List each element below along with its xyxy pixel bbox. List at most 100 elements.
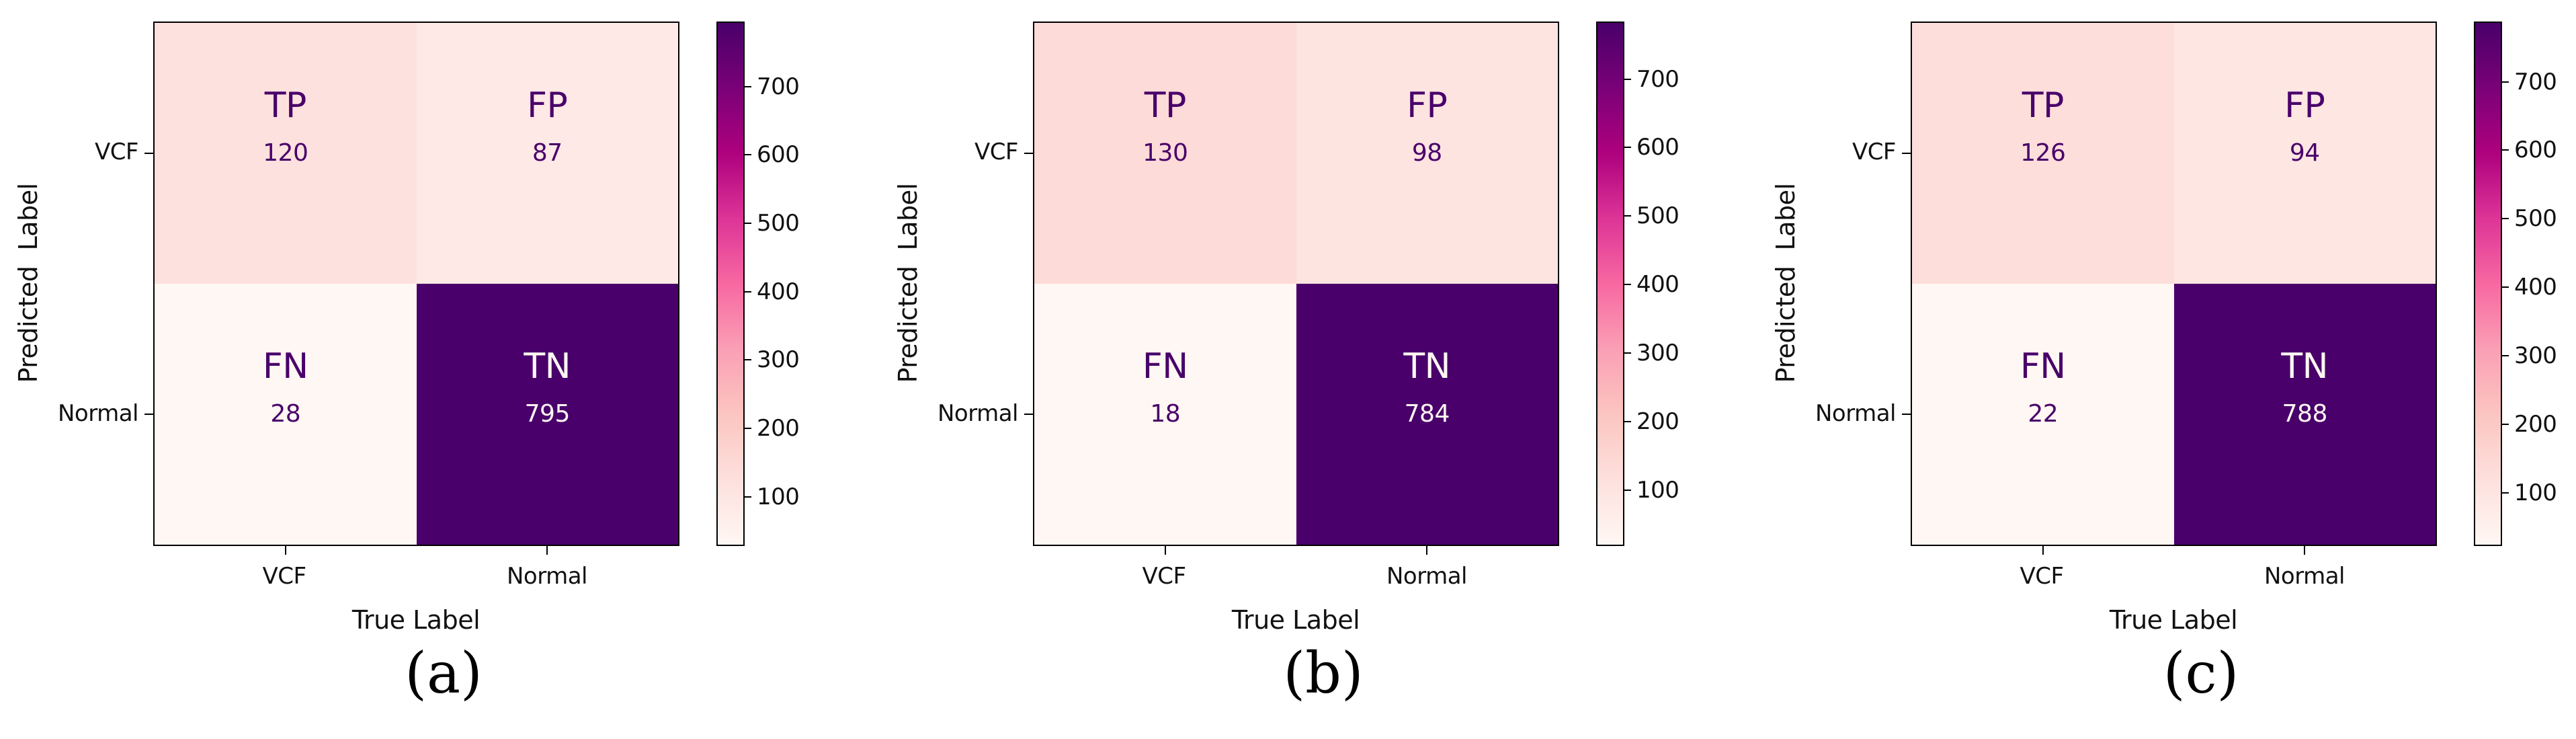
colorbar-tick-mark	[1624, 284, 1631, 286]
colorbar-tick-mark	[744, 290, 751, 293]
colorbar-tick-label: 500	[2514, 205, 2557, 233]
x-axis-title: True Label	[351, 605, 481, 635]
heatmap-plot-area: TP 126 FP 94 FN 22 TN 788	[1902, 22, 2437, 555]
y-axis-title-text: Predicted Label	[893, 183, 923, 383]
y-tick-label-normal: Normal	[57, 400, 139, 427]
cell-tp: TP 130	[1034, 23, 1296, 284]
colorbar-tick-label: 100	[1636, 476, 1679, 504]
cell-fp-label: FP	[527, 85, 568, 126]
panel-caption: (b)	[1283, 640, 1364, 706]
y-tick-label-normal: Normal	[937, 400, 1019, 427]
cell-tp: TP 120	[155, 23, 417, 284]
cell-tn-value: 784	[1404, 400, 1450, 428]
colorbar-tick-mark	[1624, 147, 1631, 149]
y-tick-label-vcf: VCF	[1852, 139, 1897, 165]
cell-tp-value: 130	[1142, 139, 1188, 167]
panel-caption: (a)	[405, 640, 483, 706]
y-tick-mark	[1902, 153, 1911, 154]
colorbar-tick-label: 600	[2514, 137, 2557, 164]
y-tick-mark	[1902, 414, 1911, 415]
confusion-matrix-panel-b: Predicted Label VCF Normal TP 130 FP 98 …	[880, 0, 1739, 739]
colorbar-tick-mark	[744, 359, 751, 361]
y-tick-label-normal: Normal	[1815, 400, 1897, 427]
heatmap-plot-area: TP 130 FP 98 FN 18 TN 784	[1024, 22, 1559, 555]
colorbar-tick-label: 200	[757, 415, 800, 442]
x-axis-title: True Label	[1231, 605, 1360, 635]
cell-fn-value: 22	[2028, 400, 2059, 428]
colorbar-tick-mark	[2501, 354, 2509, 356]
y-axis-title-text: Predicted Label	[13, 183, 43, 383]
cell-tp-value: 120	[263, 139, 308, 167]
x-tick-mark	[546, 546, 548, 555]
colorbar-tick-label: 600	[1636, 134, 1679, 161]
x-tick-label-normal: Normal	[2263, 563, 2345, 590]
cell-tn: TN 788	[2173, 284, 2436, 545]
x-tick-mark	[1426, 546, 1428, 555]
cell-fp: FP 87	[416, 23, 678, 284]
x-tick-label-vcf: VCF	[262, 563, 306, 590]
x-axis-title: True Label	[2109, 605, 2238, 635]
colorbar-tick-mark	[2501, 492, 2509, 494]
colorbar-tick-mark	[744, 85, 751, 87]
cell-tp-label: TP	[264, 85, 307, 126]
y-tick-label-vcf: VCF	[94, 139, 139, 165]
colorbar-tick-label: 300	[757, 346, 800, 374]
colorbar-tick-mark	[744, 428, 751, 430]
cell-tp-label: TP	[1144, 85, 1187, 126]
colorbar-tick-mark	[2501, 149, 2509, 151]
cell-tn-value: 795	[524, 400, 571, 428]
colorbar-tick-label: 200	[2514, 410, 2557, 438]
y-tick-mark	[1024, 414, 1033, 415]
cell-fp-label: FP	[2284, 85, 2325, 126]
colorbar-tick-mark	[1624, 489, 1631, 491]
colorbar-tick-label: 300	[1636, 339, 1679, 366]
cell-tn-label: TN	[524, 346, 571, 387]
colorbar-tick-label: 700	[1636, 65, 1679, 93]
cell-fp-label: FP	[1407, 85, 1448, 126]
colorbar-tick-mark	[744, 496, 751, 498]
cell-fp: FP 98	[1296, 23, 1558, 284]
heatmap-cells: TP 130 FP 98 FN 18 TN 784	[1034, 23, 1558, 545]
x-tick-label-vcf: VCF	[2020, 563, 2064, 590]
cell-fp-value: 94	[2289, 139, 2320, 167]
colorbar-tick-label: 500	[757, 210, 800, 237]
cell-fp-value: 87	[532, 139, 563, 167]
colorbar-tick-mark	[2501, 423, 2509, 425]
x-tick-mark	[2304, 546, 2306, 555]
cell-tn-label: TN	[2281, 346, 2329, 387]
cell-fn: FN 28	[155, 284, 417, 545]
colorbar-tick-mark	[1624, 352, 1631, 354]
colorbar-tick-mark	[1624, 78, 1631, 80]
cell-fn-label: FN	[262, 346, 308, 387]
x-tick-mark	[1164, 546, 1166, 555]
cell-fp: FP 94	[2173, 23, 2436, 284]
colorbar-tick-mark	[1624, 420, 1631, 422]
x-tick-mark	[284, 546, 286, 555]
colorbar-tick-label: 700	[2514, 68, 2557, 95]
colorbar-tick-label: 500	[1636, 202, 1679, 230]
cell-fn-value: 18	[1150, 400, 1181, 428]
colorbar-tick-label: 100	[2514, 479, 2557, 506]
cell-tp-label: TP	[2022, 85, 2065, 126]
cell-fn-label: FN	[2020, 346, 2066, 387]
colorbar	[2474, 22, 2502, 546]
x-tick-label-normal: Normal	[1386, 563, 1468, 590]
y-tick-label-vcf: VCF	[974, 139, 1019, 165]
colorbar-tick-mark	[744, 154, 751, 156]
colorbar-tick-label: 300	[2514, 342, 2557, 369]
y-tick-mark	[1024, 153, 1033, 154]
cell-fn: FN 18	[1034, 284, 1296, 545]
cell-fn: FN 22	[1912, 284, 2174, 545]
colorbar	[1596, 22, 1624, 546]
cell-fn-label: FN	[1142, 346, 1188, 387]
colorbar-tick-label: 200	[1636, 407, 1679, 435]
colorbar-tick-mark	[2501, 218, 2509, 220]
confusion-matrix-panel-c: Predicted Label VCF Normal TP 126 FP 94 …	[1757, 0, 2576, 739]
cell-fp-value: 98	[1411, 139, 1442, 167]
x-tick-label-normal: Normal	[506, 563, 588, 590]
cell-tp-value: 126	[2020, 139, 2066, 167]
colorbar	[716, 22, 745, 546]
cell-fn-value: 28	[270, 400, 301, 428]
cell-tn-label: TN	[1403, 346, 1451, 387]
